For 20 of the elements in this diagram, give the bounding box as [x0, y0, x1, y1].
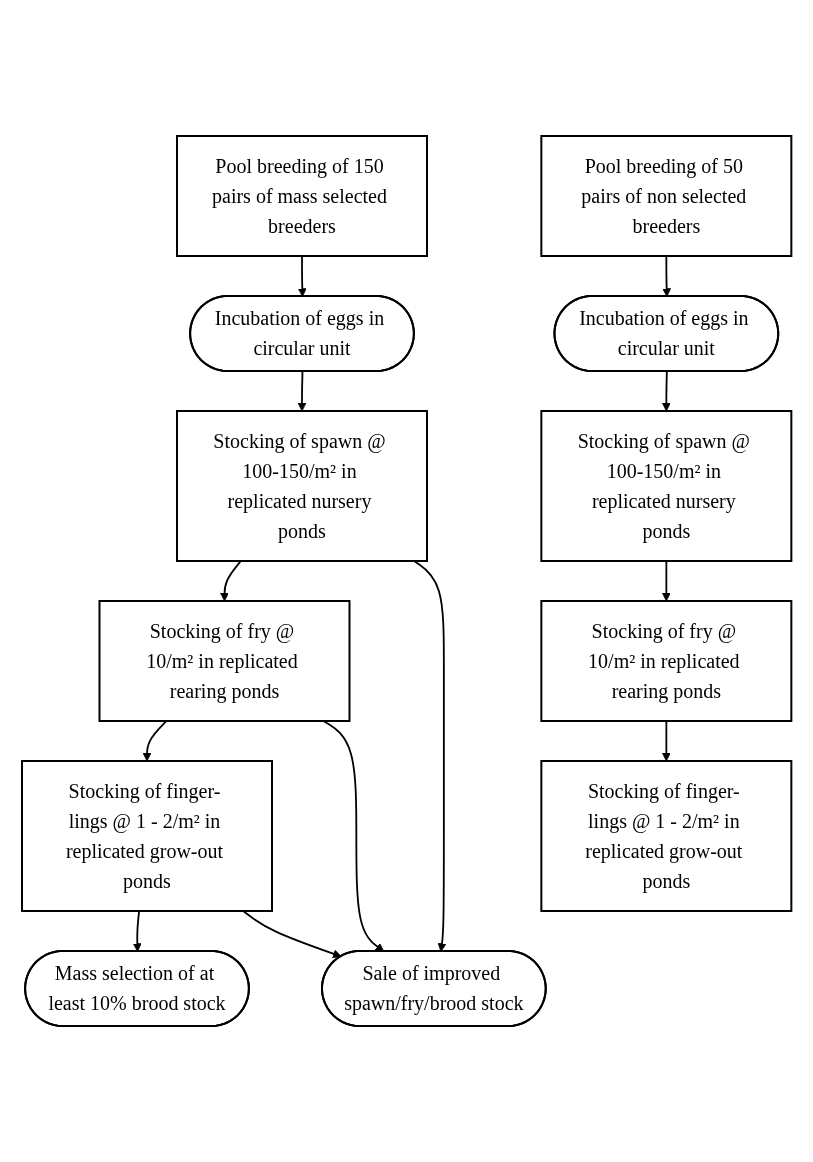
arrow: [661, 720, 671, 762]
node-box: Stocking of spawn @ 100-150/m² in replicated nursery ponds: [540, 410, 793, 562]
arrow: [322, 720, 385, 952]
arrow: [412, 560, 447, 952]
arrow: [297, 370, 307, 412]
node-box: Stocking of spawn @ 100-150/m² in replicated nursery ponds: [175, 410, 428, 562]
arrow: [132, 910, 142, 952]
arrow: [142, 720, 168, 762]
node-box: Pool breeding of 50 pairs of non selected breeders: [540, 135, 793, 257]
node-box: Stocking of finger- lings @ 1 - 2/m² in replicated grow-out ponds: [540, 760, 793, 912]
arrow: [661, 370, 671, 412]
arrow: [297, 255, 307, 297]
node-box: Stocking of fry @ 10/m² in replicated rearing ponds: [540, 600, 793, 722]
arrow: [661, 560, 671, 602]
node-box: Stocking of finger- lings @ 1 - 2/m² in replicated grow-out ponds: [20, 760, 273, 912]
node-box: Pool breeding of 150 pairs of mass selected breeders: [175, 135, 428, 257]
node-box: Stocking of fry @ 10/m² in replicated rearing ponds: [98, 600, 351, 722]
arrow: [662, 255, 671, 297]
arrow: [242, 910, 342, 959]
arrow: [219, 560, 242, 602]
